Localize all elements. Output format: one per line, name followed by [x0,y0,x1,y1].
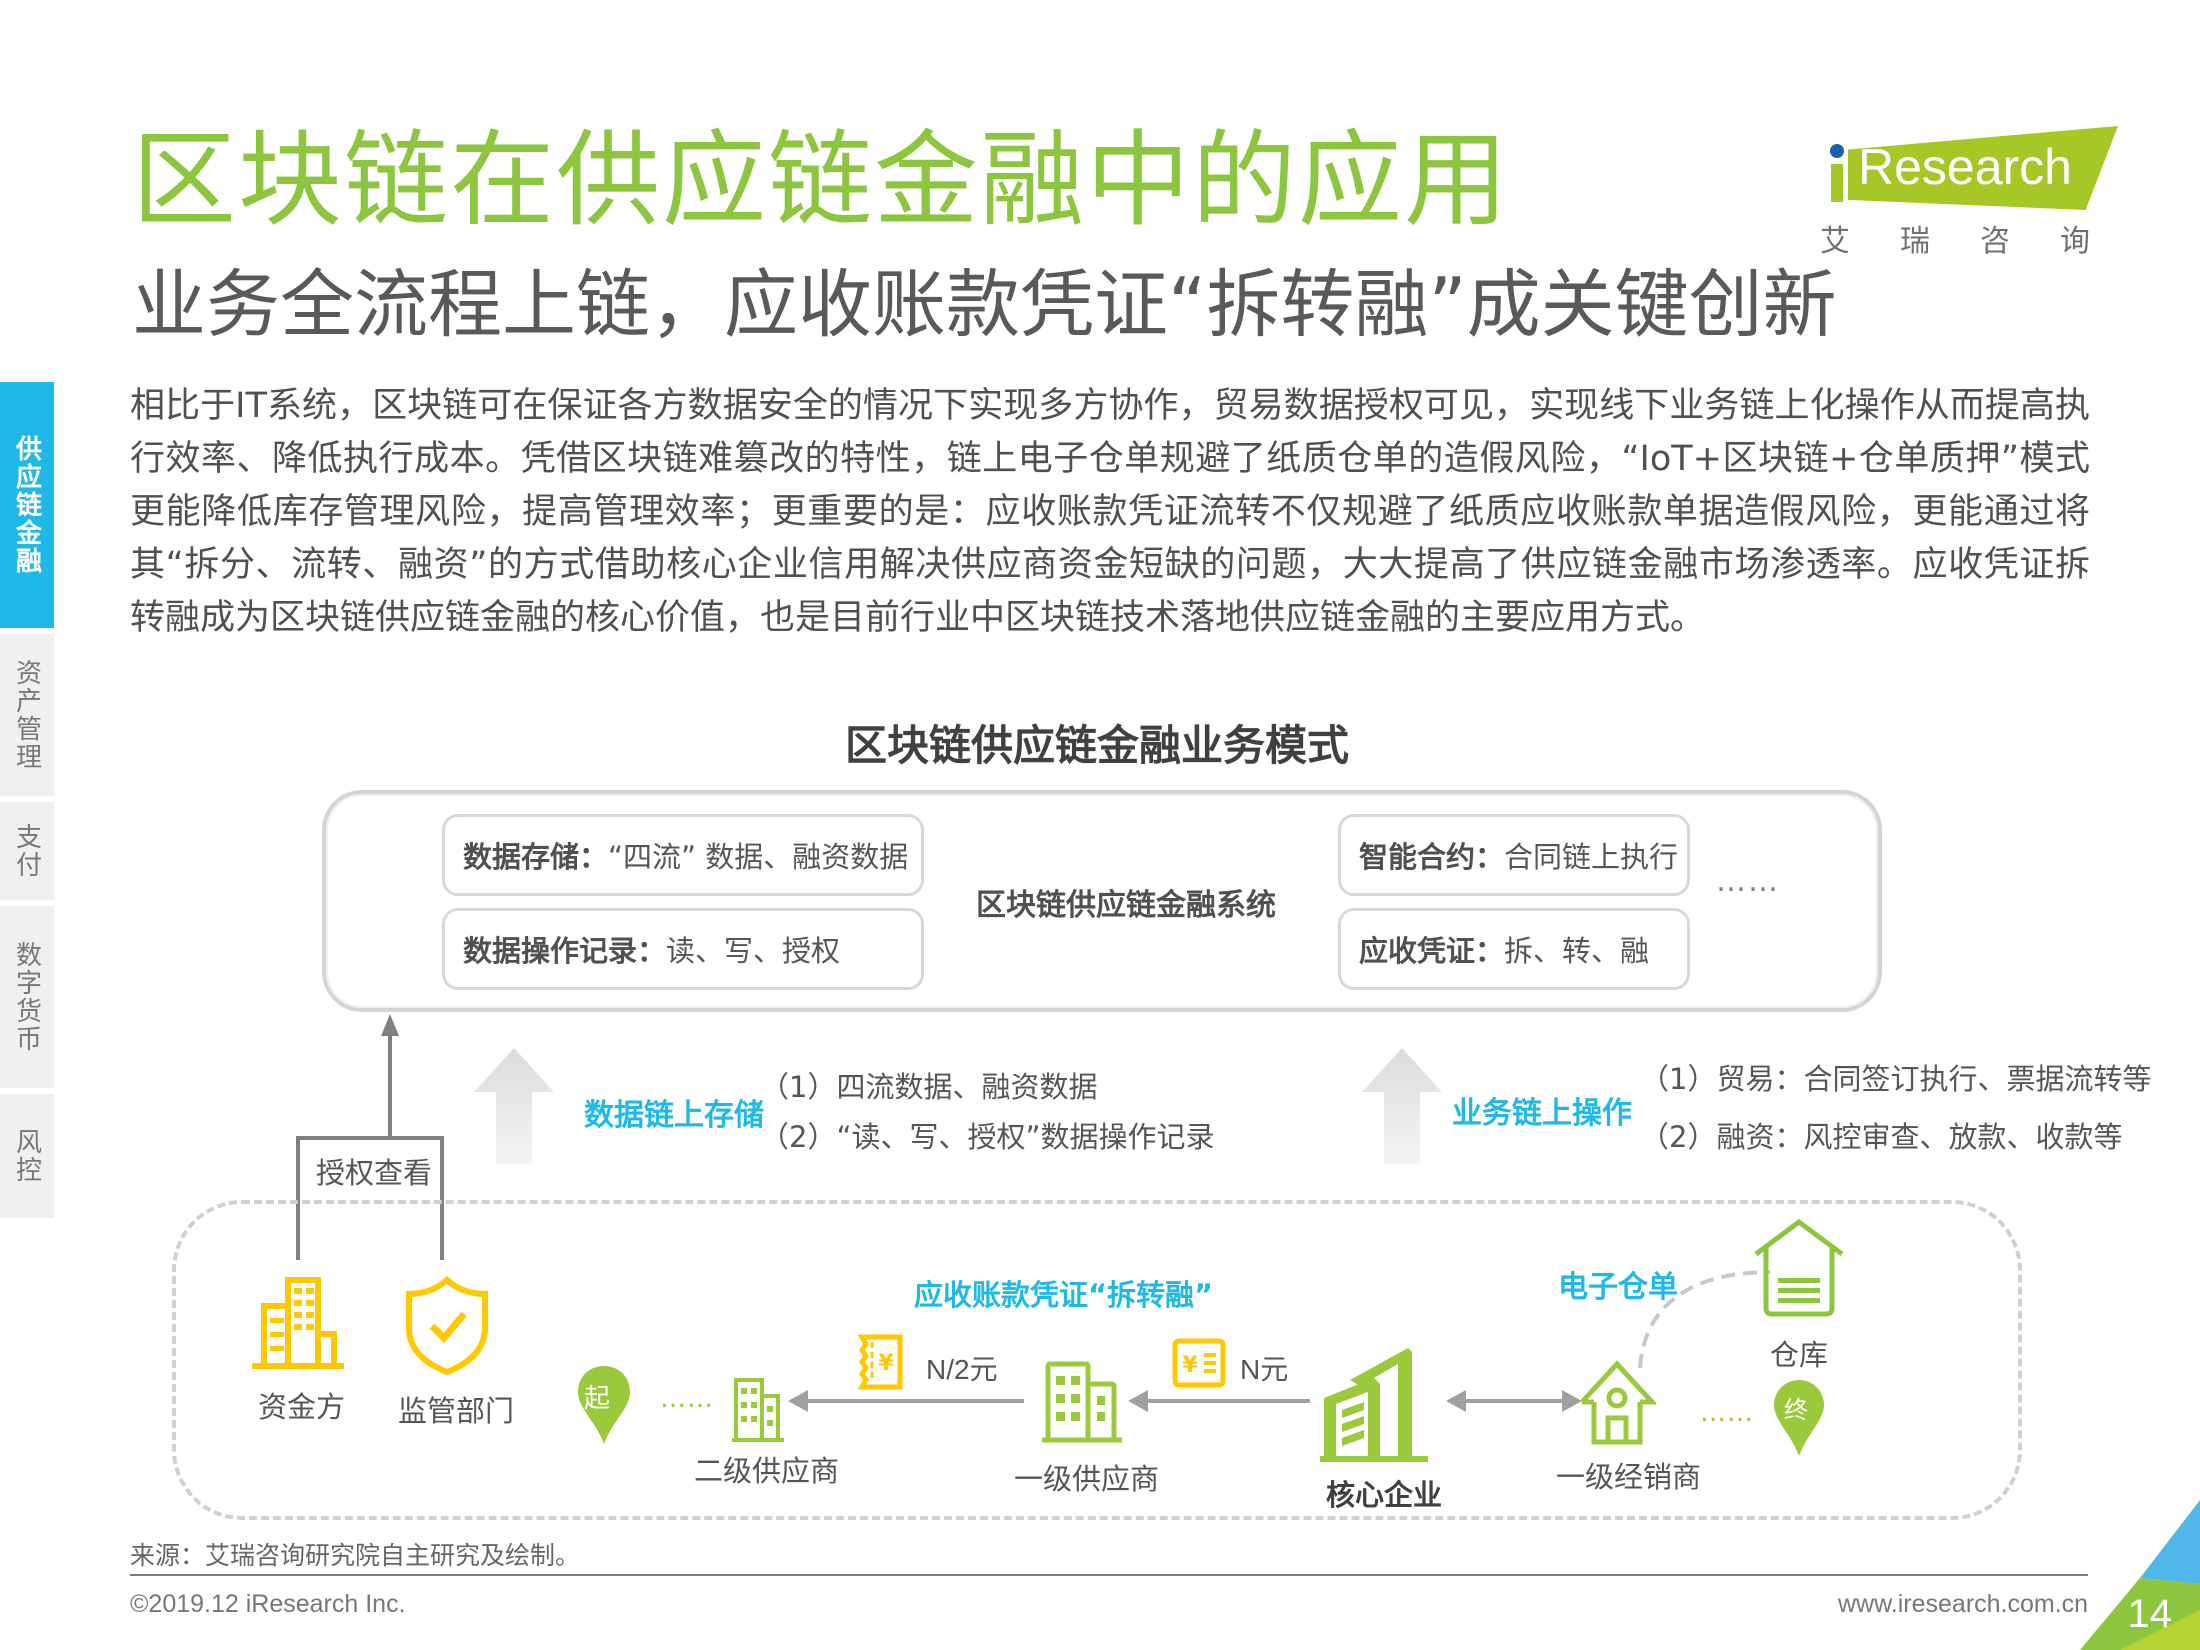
primary-distributor-label: 一级经销商 [1556,1460,1702,1494]
logo-i-bar [1831,164,1843,202]
core-enterprise-label: 核心企业 [1326,1478,1443,1512]
box-key: 应收凭证： [1359,934,1505,968]
blockchain-system-box: 数据存储： “四流” 数据、融资数据 数据操作记录： 读、写、授权 区块链供应链… [322,790,1882,1012]
auth-view-connector [296,1014,444,1260]
storage-list: （1）四流数据、融资数据 （2）“读、写、授权”数据操作记录 [760,1062,1215,1162]
logo-char: 询 [2060,224,2090,259]
business-flow-area [172,1200,2022,1520]
sidebar-item-payment[interactable]: 支付 [0,802,54,900]
funder-label: 资金方 [258,1390,346,1424]
svg-text:¥: ¥ [878,1351,894,1376]
body-paragraph: 相比于IT系统，区块链可在保证各方数据安全的情况下实现多方协作，贸易数据授权可见… [130,386,2090,638]
storage-list-item: （2）“读、写、授权”数据操作记录 [760,1120,1215,1154]
logo-char: 咨 [1980,224,2010,259]
flow-double-arrow [1446,1390,1582,1412]
website-link[interactable]: www.iresearch.com.cn [1838,1590,2089,1618]
upload-arrow-icon [474,1048,554,1164]
data-operation-record-box: 数据操作记录： 读、写、授权 [442,908,924,990]
auth-view-label: 授权查看 [316,1156,433,1190]
logo-chinese-name: 艾 瑞 咨 询 [1820,216,2090,260]
source-note: 来源：艾瑞咨询研究院自主研究及绘制。 [130,1541,581,1570]
logo-char: 瑞 [1900,224,1930,259]
sidebar-item-risk-control[interactable]: 风控 [0,1094,54,1218]
iresearch-logo: Research 艾 瑞 咨 询 [1820,112,2118,262]
svg-text:¥: ¥ [1182,1353,1198,1378]
receivable-voucher-box: 应收凭证： 拆、转、融 [1338,908,1690,990]
box-key: 数据存储： [463,840,609,874]
start-dots: …… [660,1384,714,1414]
end-dots: …… [1700,1398,1754,1428]
flow-arrow-left [1128,1390,1310,1412]
logo-char: 艾 [1820,224,1850,259]
page-subtitle: 业务全流程上链，应收账款凭证“拆转融”成关键创新 [132,262,1837,348]
diagram-title: 区块链供应链金融业务模式 [0,712,2200,773]
primary-supplier-label: 一级供应商 [1014,1462,1160,1496]
split-voucher-icon: ¥ [857,1334,903,1390]
flow-arrow-left [788,1390,1024,1412]
copyright: ©2019.12 iResearch Inc. [130,1590,406,1618]
data-storage-box: 数据存储： “四流” 数据、融资数据 [442,814,924,896]
start-pin-label: 起 [584,1384,611,1414]
end-pin-icon [1774,1380,1824,1456]
primary-supplier-building-icon [1042,1361,1122,1443]
page-title: 区块链在供应链金融中的应用 [132,119,1511,241]
page-number: 14 [2127,1592,2173,1636]
box-key: 智能合约： [1359,840,1505,874]
storage-list-item: （1）四流数据、融资数据 [760,1070,1098,1104]
electronic-warehouse-receipt-tag: 电子仓单 [1558,1270,1678,1305]
warehouse-label: 仓库 [1770,1338,1829,1372]
box-value: 读、写、授权 [666,934,841,968]
operation-list-item: （1）贸易：合同签订执行、票据流转等 [1640,1062,2152,1096]
sidebar-item-label: 资产管理 [11,659,42,771]
logo-dot-icon [1830,144,1844,158]
box-value: “四流” 数据、融资数据 [608,840,909,874]
sidebar-item-supply-chain-finance[interactable]: 供应链金融 [0,382,54,628]
primary-distributor-house-icon [1580,1360,1656,1445]
system-center-label: 区块链供应链金融系统 [976,888,1276,923]
data-onchain-storage-tag: 数据链上存储 [584,1098,764,1133]
operation-list: （1）贸易：合同签订执行、票据流转等 （2）融资：风控审查、放款、收款等 [1640,1054,2151,1162]
regulator-shield-icon [406,1276,488,1376]
sidebar-item-label: 供应链金融 [11,435,42,575]
full-voucher-icon: ¥ [1172,1338,1226,1388]
core-enterprise-building-icon [1320,1348,1428,1462]
box-key: 数据操作记录： [463,934,667,968]
half-amount-label: N/2元 [926,1354,998,1385]
corner-decoration [2080,1500,2200,1650]
system-ellipsis: …… [1716,864,1780,899]
start-pin-icon [578,1366,630,1444]
secondary-supplier-building-icon [732,1378,784,1442]
regulator-label: 监管部门 [398,1394,515,1428]
sidebar-item-label: 支付 [11,823,42,879]
logo-brand-text: Research [1858,139,2072,195]
smart-contract-box: 智能合约： 合同链上执行 [1338,814,1690,896]
secondary-supplier-label: 二级供应商 [694,1454,840,1488]
upload-arrow-icon [1362,1048,1442,1164]
diagram-title-text: 区块链供应链金融业务模式 [844,721,1349,770]
operation-list-item: （2）融资：风控审查、放款、收款等 [1640,1120,2123,1154]
box-value: 拆、转、融 [1504,934,1650,968]
warehouse-icon [1754,1218,1844,1317]
end-pin-label: 终 [1784,1396,1808,1424]
footer-divider [130,1574,2088,1576]
sidebar-item-label: 风控 [11,1128,42,1184]
sidebar-item-label: 数字货币 [11,941,42,1053]
funder-building-icon [252,1277,344,1369]
full-amount-label: N元 [1240,1354,1289,1385]
receivable-split-tag: 应收账款凭证“拆转融” [914,1278,1214,1312]
sidebar-item-asset-management[interactable]: 资产管理 [0,634,54,796]
business-onchain-operation-tag: 业务链上操作 [1452,1096,1632,1131]
box-value: 合同链上执行 [1504,840,1679,874]
section-sidebar: 供应链金融 资产管理 支付 数字货币 风控 [0,382,54,1224]
sidebar-item-digital-currency[interactable]: 数字货币 [0,906,54,1088]
